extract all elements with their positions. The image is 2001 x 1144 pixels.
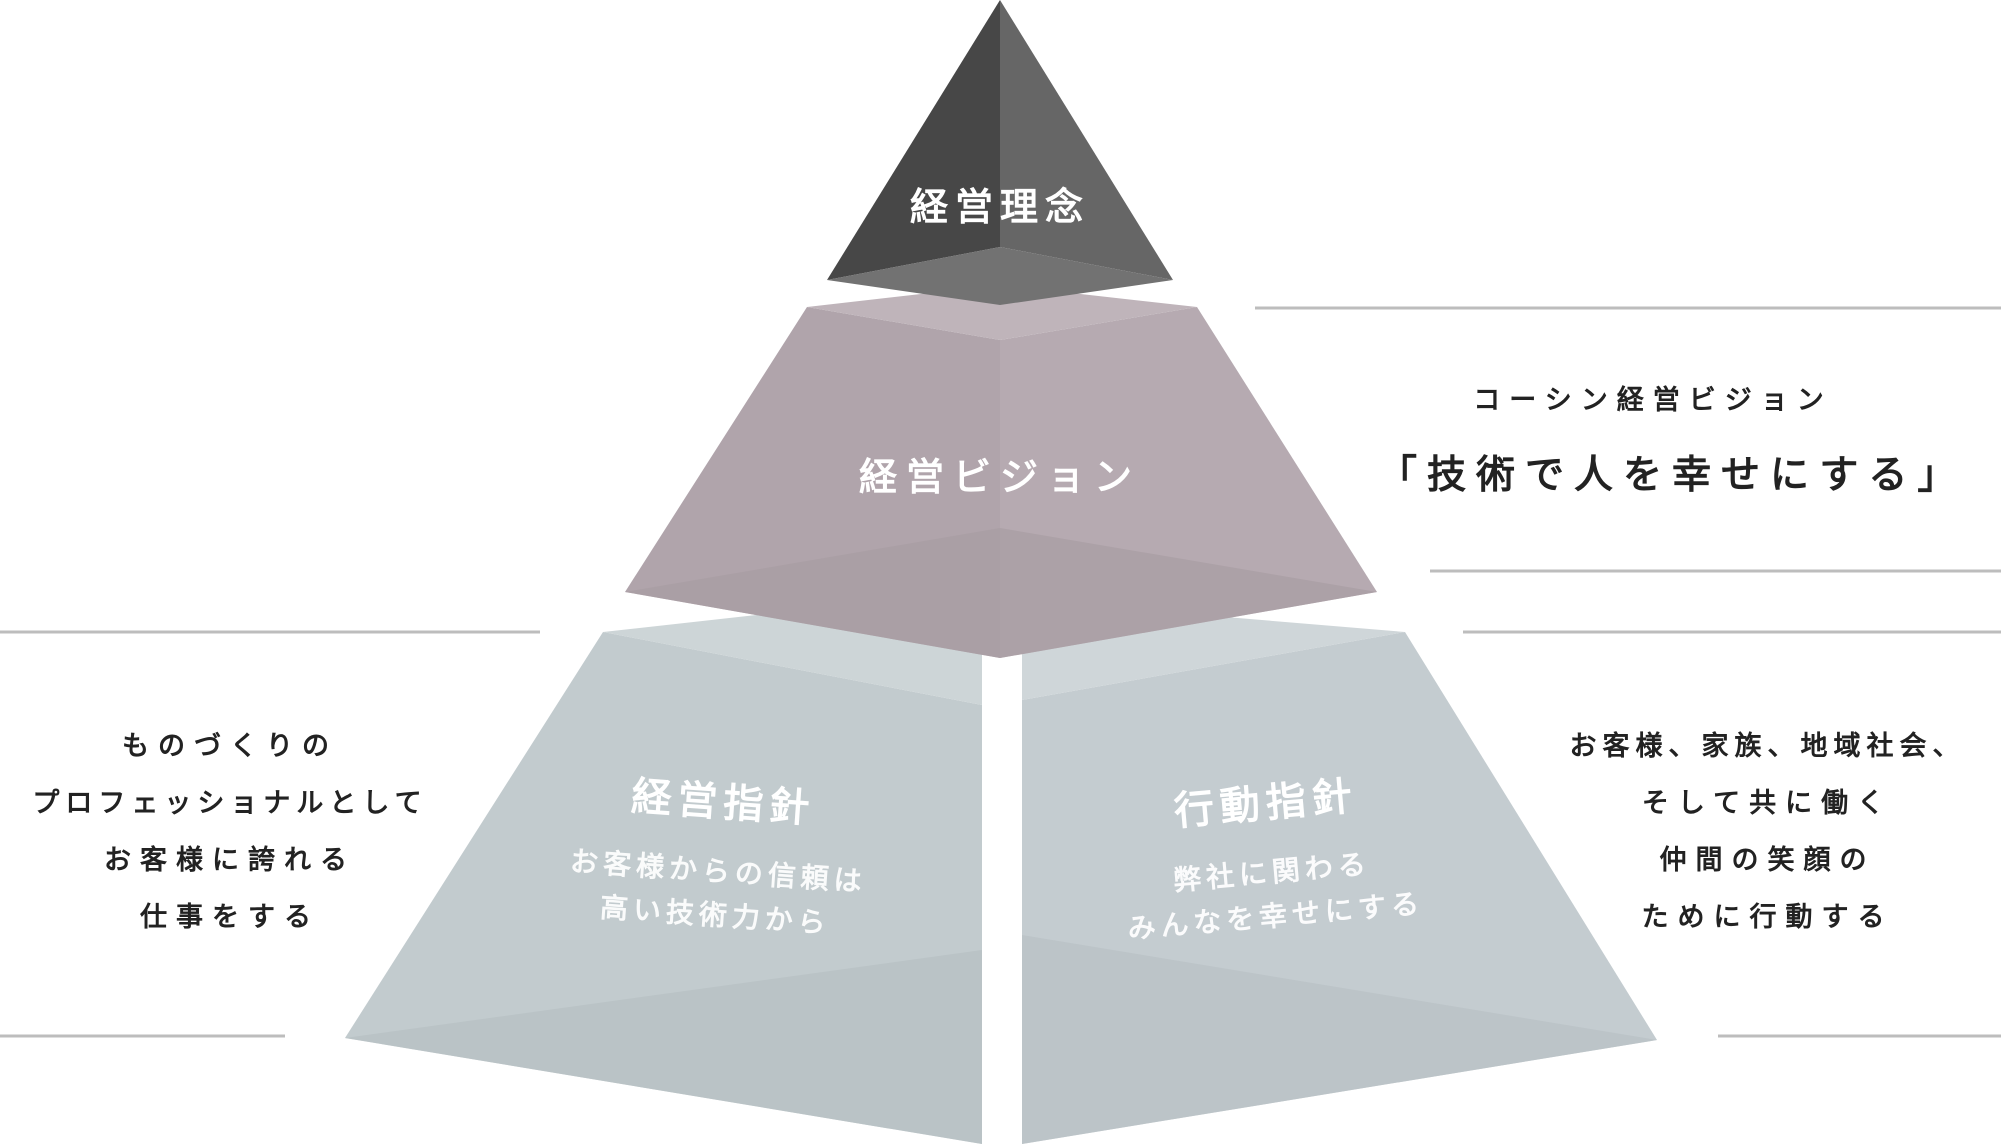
bottom-left-tier-text: 経営指針 お客様からの信頼は 高い技術力から [511, 756, 925, 1003]
left-note-line: 仕事をする [140, 902, 320, 933]
rule-lines [0, 306, 2001, 1038]
right-note-line: 仲間の笑顔の [1659, 845, 1876, 876]
vision-subtitle: コーシン経営ビジョン [1473, 385, 1833, 416]
left-note-line: プロフェッショナルとして [32, 788, 428, 819]
right-note: お客様、家族、地域社会、 そして共に働く 仲間の笑顔の ために行動する [1535, 718, 2000, 946]
pyramid-middle-tier [625, 285, 1377, 658]
top-tier-label: 経営理念 [909, 185, 1090, 229]
right-note-line: お客様、家族、地域社会、 [1569, 731, 1966, 762]
pyramid-top-tier [827, 0, 1173, 305]
left-note: ものづくりの プロフェッショナルとして お客様に誇れる 仕事をする [0, 718, 460, 946]
left-note-line: お客様に誇れる [104, 845, 356, 876]
right-note-line: ために行動する [1641, 902, 1894, 933]
right-note-line: そして共に働く [1641, 788, 1894, 819]
left-note-line: ものづくりの [122, 731, 338, 762]
middle-tier-label: 経営ビジョン [858, 455, 1141, 499]
vision-statement: 「技術で人を幸せにする」 [1378, 453, 1967, 498]
bottom-right-tier-text: 行動指針 弊社に関わる みんなを幸せにする [1074, 753, 1492, 1007]
